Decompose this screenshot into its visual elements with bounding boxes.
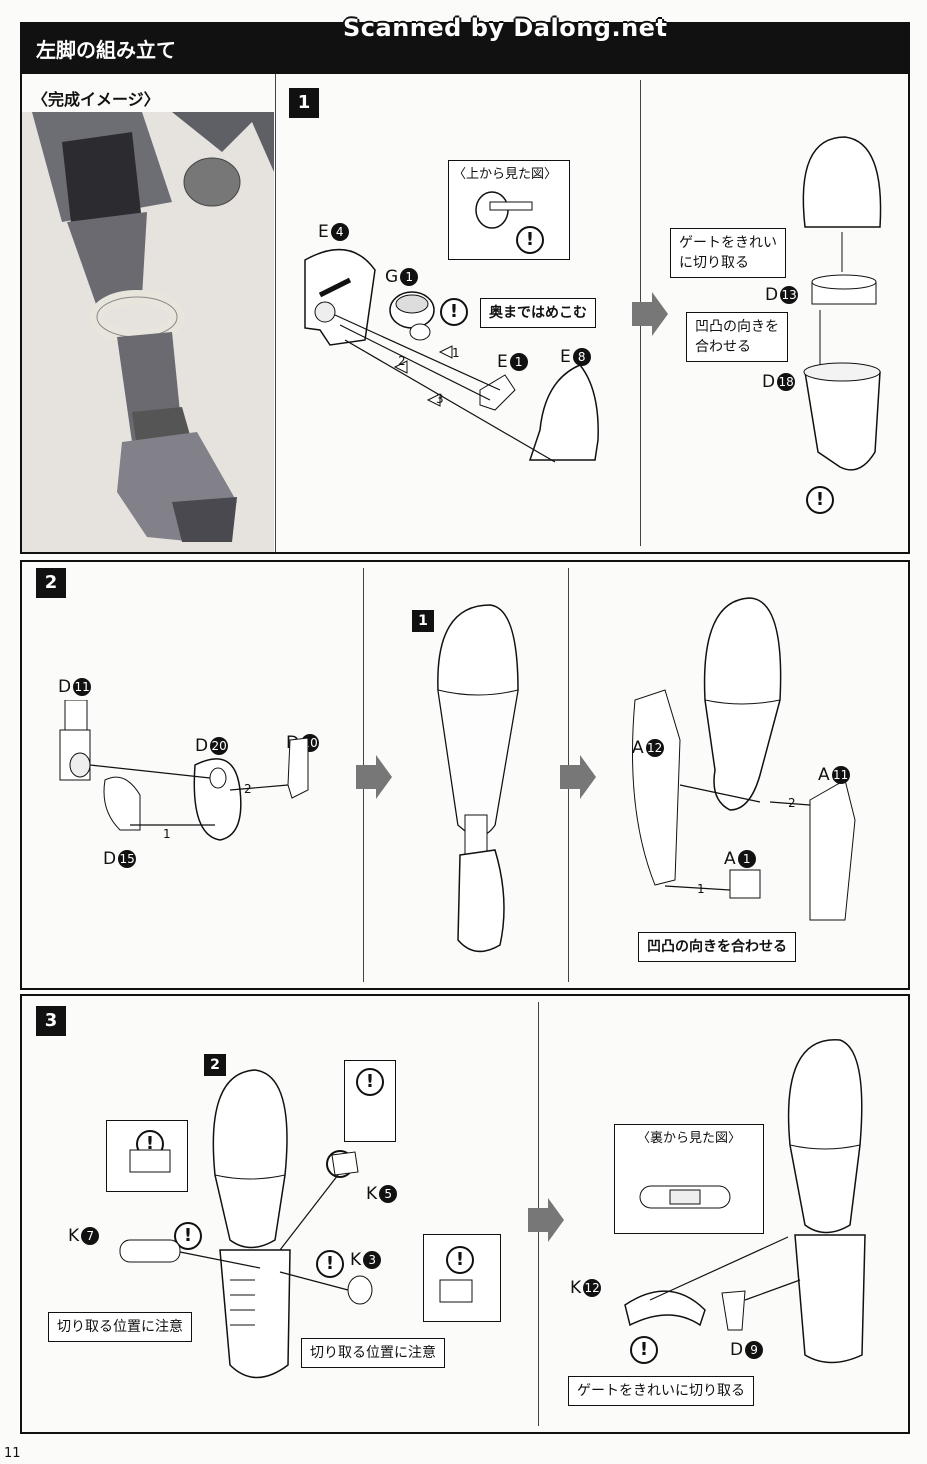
top-view-label: 〈上から見た図〉 (453, 167, 558, 182)
step3-frame (20, 994, 910, 1434)
step2-left-diagram (59, 700, 309, 841)
step3-small-parts (119, 1149, 473, 1305)
order-2: 2 (788, 796, 796, 810)
page-number: 11 (4, 1446, 21, 1461)
warning-icon: ! (316, 1250, 344, 1278)
align-note: 凹凸の向きを 合わせる (686, 312, 788, 362)
step1-left-diagram (304, 248, 599, 463)
step2-right-diagram (632, 597, 856, 921)
gate-note: ゲートをきれい に切り取る (670, 228, 786, 278)
scan-watermark: Scanned by Dalong.net (343, 14, 668, 42)
step3-number: 3 (36, 1006, 66, 1036)
back-view-drawing (639, 1185, 731, 1209)
step1-right-diagram (802, 136, 882, 471)
next-step-arrow-icon (632, 292, 668, 336)
order-3: 3 (436, 392, 444, 406)
preview-label: 〈完成イメージ〉 (32, 90, 160, 109)
step3-right-diagram (624, 1039, 866, 1364)
step3-subref: 2 (204, 1054, 226, 1076)
next-step-arrow-icon (528, 1198, 564, 1242)
top-view-drawing (475, 191, 533, 229)
back-view-callout: 〈裏から見た図〉 (614, 1124, 764, 1234)
warning-icon: ! (446, 1246, 474, 1274)
order-1: 1 (697, 882, 705, 896)
order-1: 1 (163, 827, 171, 841)
cut-position-note: 切り取る位置に注意 (301, 1338, 445, 1368)
step2-number: 2 (36, 568, 66, 598)
order-2: 2 (398, 354, 406, 368)
step2-frame (20, 560, 910, 990)
step3-leg-diagram (212, 1069, 291, 1379)
step1-frame (20, 72, 910, 554)
step2-middle-diagram (437, 604, 519, 953)
step1-number: 1 (289, 88, 319, 118)
next-step-arrow-icon (356, 755, 392, 799)
order-1: 1 (452, 346, 460, 360)
section-title: 左脚の組み立て (36, 38, 176, 62)
back-view-label: 〈裏から見た図〉 (636, 1131, 741, 1146)
gate-note: ゲートをきれいに切り取る (568, 1376, 754, 1406)
warning-icon: ! (630, 1336, 658, 1364)
order-2: 2 (244, 782, 252, 796)
step2-subref: 1 (412, 610, 434, 632)
preview-divider (275, 74, 276, 552)
next-step-arrow-icon (560, 755, 596, 799)
align-note: 凹凸の向きを合わせる (638, 932, 796, 962)
warning-icon: ! (174, 1222, 202, 1250)
warning-icon: ! (440, 298, 468, 326)
press-in-note: 奥まではめこむ (480, 298, 596, 328)
warning-icon: ! (356, 1068, 384, 1096)
leg-preview-image (22, 112, 274, 552)
cut-position-note: 切り取る位置に注意 (48, 1312, 192, 1342)
section-header-bar (20, 22, 910, 72)
warning-icon: ! (516, 226, 544, 254)
warning-icon: ! (806, 486, 834, 514)
